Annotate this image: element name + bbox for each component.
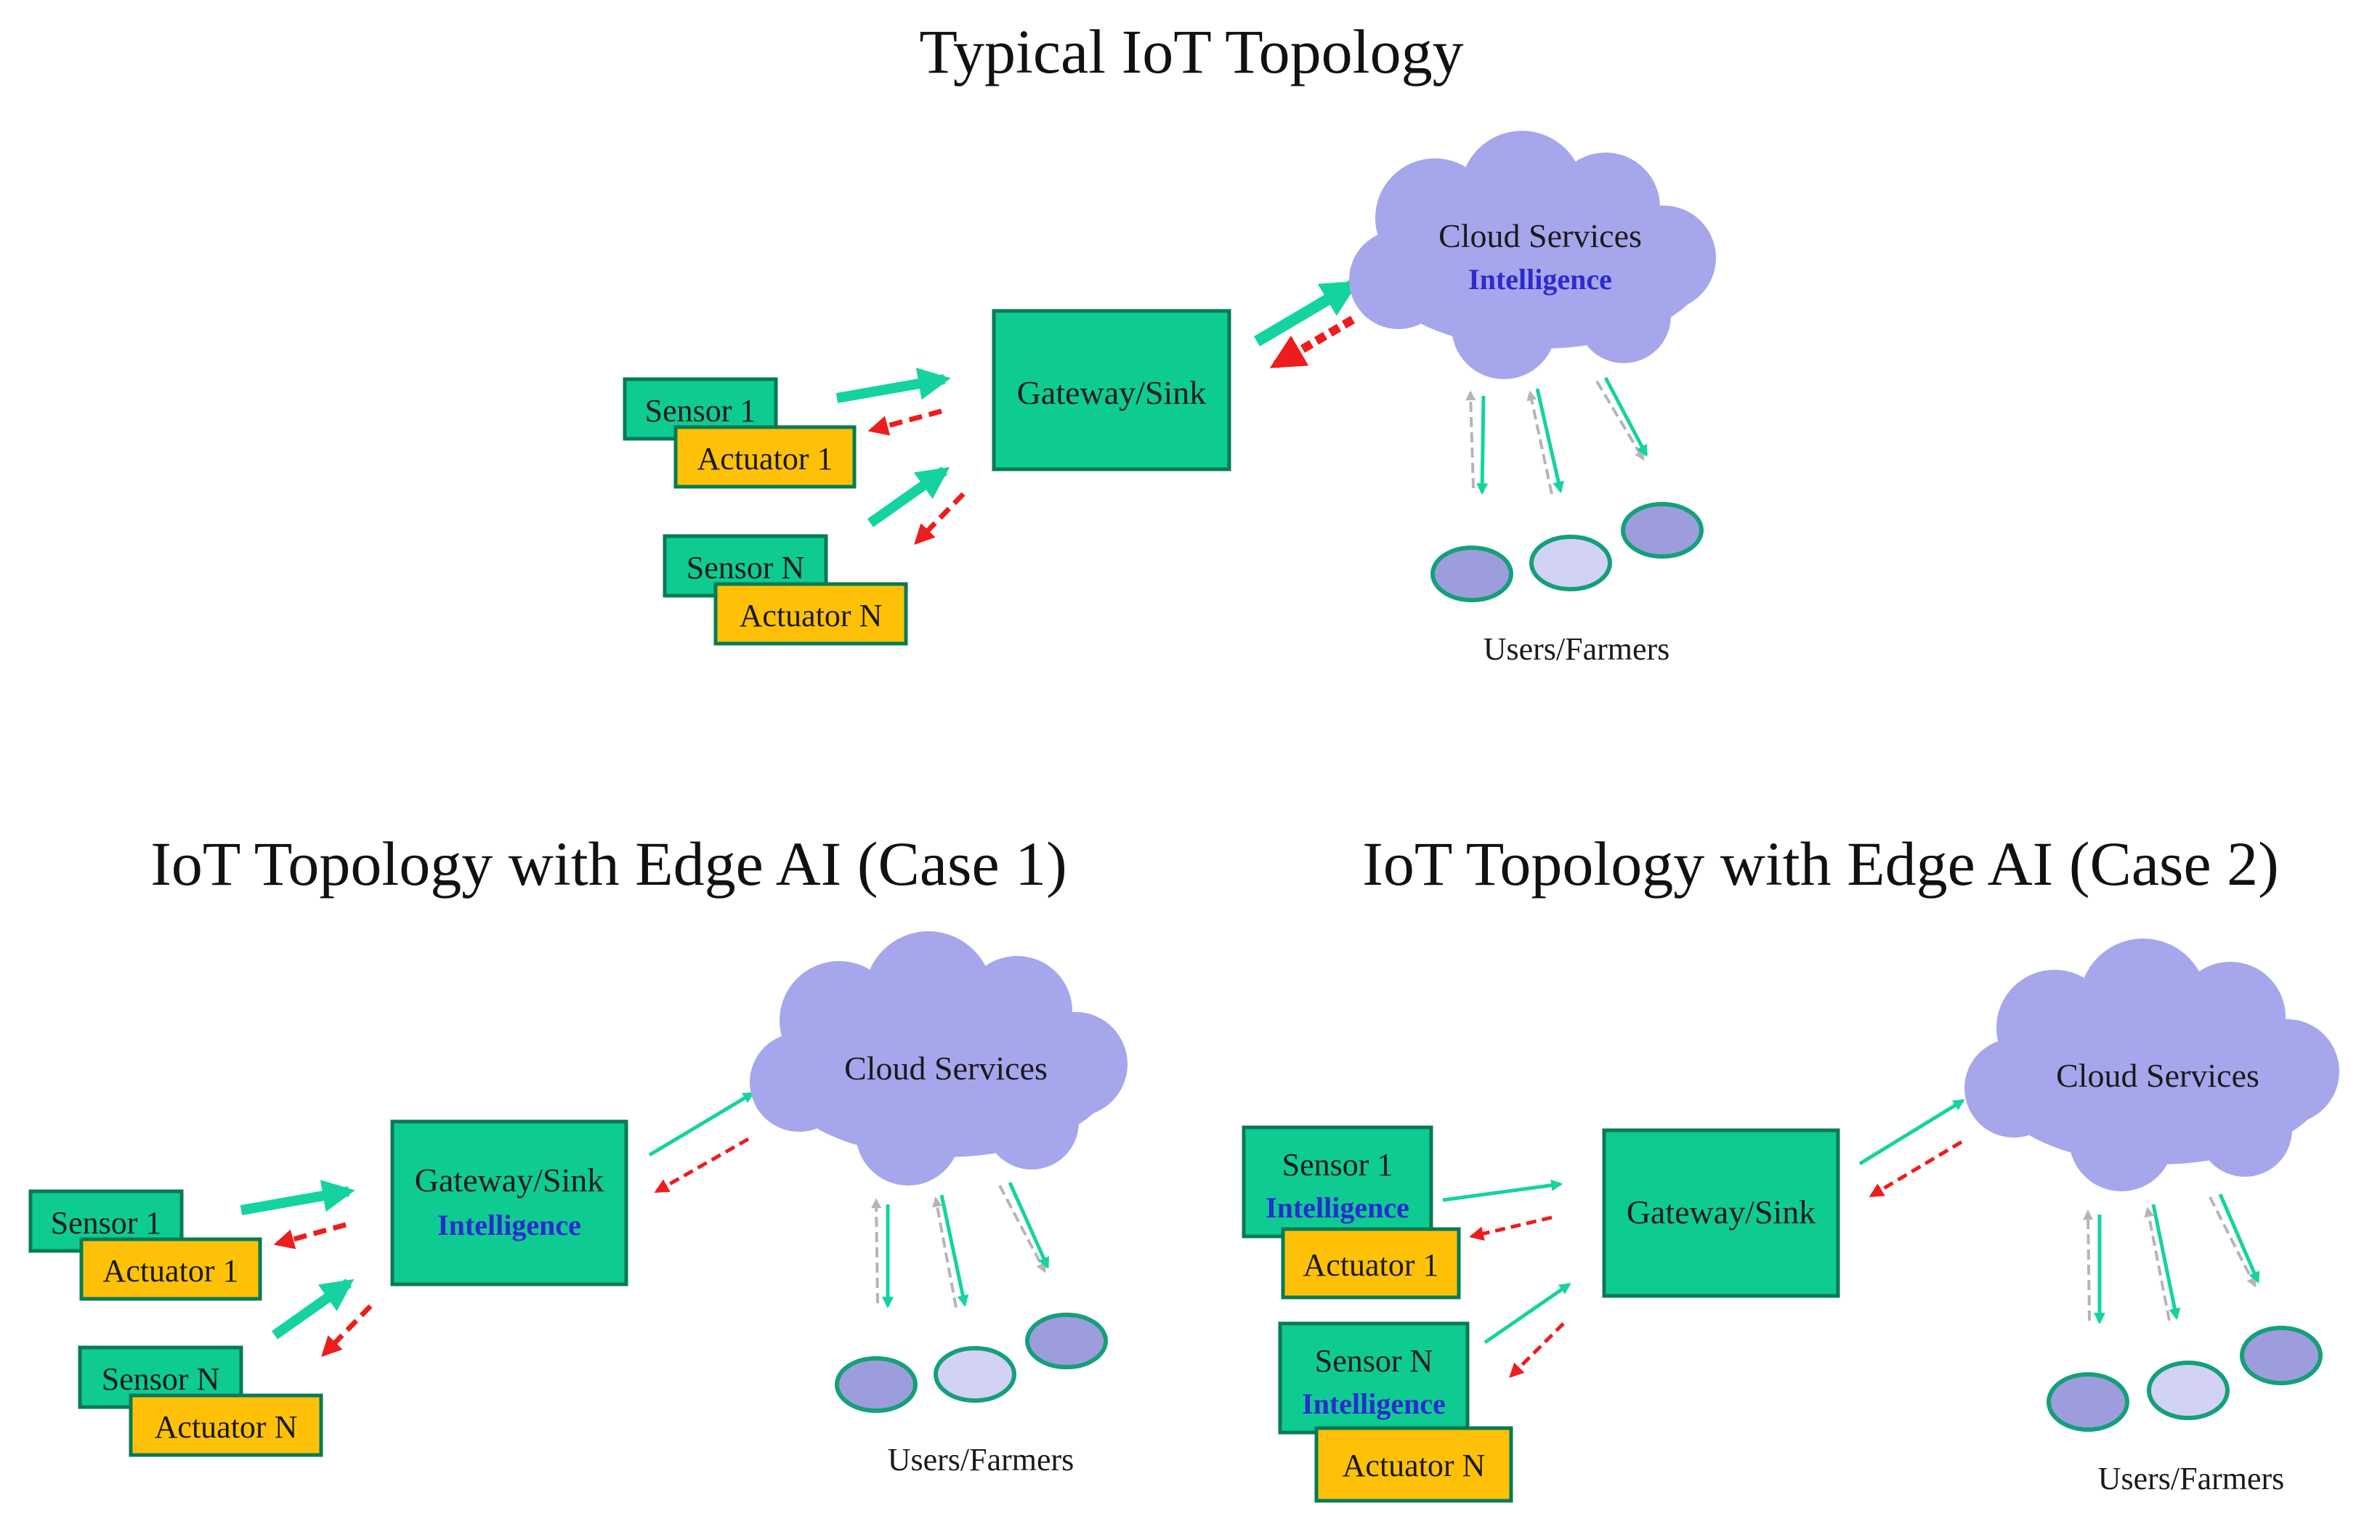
- gateway-box: [1602, 1128, 1840, 1298]
- users-label: Users/Farmers: [1484, 631, 1670, 667]
- downlink-arrow: [1869, 1140, 1963, 1198]
- downlink-arrow: [1469, 1215, 1553, 1241]
- gateway-label: Gateway/Sink: [415, 1162, 604, 1199]
- user-node: [2147, 1361, 2230, 1420]
- actuator-label: Actuator N: [1343, 1448, 1486, 1483]
- user-node: [2240, 1326, 2323, 1385]
- gateway-box: [390, 1119, 628, 1286]
- sensor-intelligence-label: Intelligence: [1302, 1387, 1446, 1420]
- user-node: [1025, 1313, 1108, 1369]
- cloud-label: Cloud Services: [2056, 1057, 2259, 1094]
- sensor-label: Sensor N: [1315, 1343, 1433, 1379]
- uplink-arrow: [1484, 1282, 1571, 1345]
- sensor-label: Sensor 1: [1282, 1147, 1393, 1183]
- sensor-box: [1242, 1125, 1433, 1239]
- user-node: [2047, 1372, 2129, 1432]
- user-node: [934, 1346, 1016, 1403]
- downlink-arrow: [321, 1304, 373, 1358]
- actuator-box: [713, 582, 908, 646]
- diagram-edge-ai-case-1: IoT Topology with Edge AI (Case 1) Senso…: [28, 829, 1128, 1478]
- gateway-intelligence-label: Intelligence: [437, 1209, 581, 1241]
- uplink-arrow: [1442, 1179, 1563, 1202]
- diagram-edge-ai-case-2: IoT Topology with Edge AI (Case 2) Senso…: [1242, 829, 2339, 1503]
- users-label: Users/Farmers: [2098, 1461, 2285, 1496]
- cloud-shape: [1964, 939, 2339, 1191]
- device-group-1: Sensor 1 Actuator 1: [28, 1189, 262, 1301]
- user-link-arrows: [871, 1181, 1050, 1309]
- actuator-label: Actuator N: [740, 598, 883, 633]
- uplink-arrow: [648, 1091, 755, 1157]
- actuator-box: [129, 1393, 323, 1457]
- device-group-n: Sensor N Actuator N: [663, 534, 908, 646]
- gateway-label: Gateway/Sink: [1627, 1194, 1816, 1231]
- uplink-arrow: [867, 466, 950, 527]
- sensor-box: [1278, 1321, 1470, 1435]
- cloud-shape: [750, 931, 1128, 1186]
- user-node: [1529, 535, 1612, 591]
- uplink-arrow: [240, 1180, 355, 1215]
- sensor-label: Sensor 1: [51, 1205, 162, 1241]
- actuator-box: [1281, 1227, 1461, 1300]
- sensor-label: Sensor N: [102, 1361, 220, 1397]
- user-link-arrows: [1465, 376, 1648, 495]
- cloud-shape: [1349, 131, 1716, 379]
- sensor-label: Sensor N: [687, 550, 805, 585]
- diagram-title: IoT Topology with Edge AI (Case 1): [150, 829, 1067, 899]
- downlink-arrow: [867, 408, 942, 436]
- uplink-arrow: [1858, 1098, 1965, 1166]
- cloud-label: Cloud Services: [1438, 217, 1642, 254]
- users-label: Users/Farmers: [888, 1442, 1074, 1478]
- actuator-label: Actuator 1: [697, 441, 833, 477]
- actuator-label: Actuator 1: [103, 1253, 239, 1289]
- device-group-n: Sensor N Intelligence Actuator N: [1278, 1321, 1513, 1503]
- uplink-arrow: [835, 368, 951, 403]
- actuator-box: [1314, 1426, 1513, 1503]
- cloud-label: Cloud Services: [844, 1050, 1048, 1087]
- user-node: [1430, 546, 1513, 602]
- gateway-box: [992, 309, 1231, 471]
- actuator-label: Actuator 1: [1303, 1247, 1439, 1283]
- user-node: [1621, 502, 1704, 559]
- downlink-arrow: [654, 1137, 750, 1194]
- downlink-arrow: [914, 492, 966, 546]
- downlink-arrow: [273, 1222, 347, 1249]
- sensor-intelligence-label: Intelligence: [1266, 1191, 1409, 1224]
- actuator-label: Actuator N: [155, 1409, 298, 1445]
- user-node: [835, 1356, 918, 1413]
- actuator-box: [79, 1237, 262, 1301]
- downlink-arrow: [1509, 1322, 1565, 1378]
- device-group-1: Sensor 1 Actuator 1: [623, 377, 857, 489]
- gateway-label: Gateway/Sink: [1017, 374, 1207, 411]
- diagram-typical: Typical IoT Topology Sensor 1 Actuator 1…: [623, 17, 1716, 667]
- user-link-arrows: [2083, 1194, 2260, 1325]
- cloud-intelligence-label: Intelligence: [1468, 263, 1612, 296]
- uplink-arrow: [271, 1278, 355, 1340]
- actuator-box: [673, 425, 857, 489]
- sensor-label: Sensor 1: [645, 393, 756, 429]
- device-group-1: Sensor 1 Intelligence Actuator 1: [1242, 1125, 1461, 1300]
- diagram-title: IoT Topology with Edge AI (Case 2): [1362, 829, 2279, 899]
- device-group-n: Sensor N Actuator N: [78, 1345, 323, 1457]
- diagram-title: Typical IoT Topology: [919, 17, 1463, 86]
- uplink-arrow: [1253, 280, 1359, 346]
